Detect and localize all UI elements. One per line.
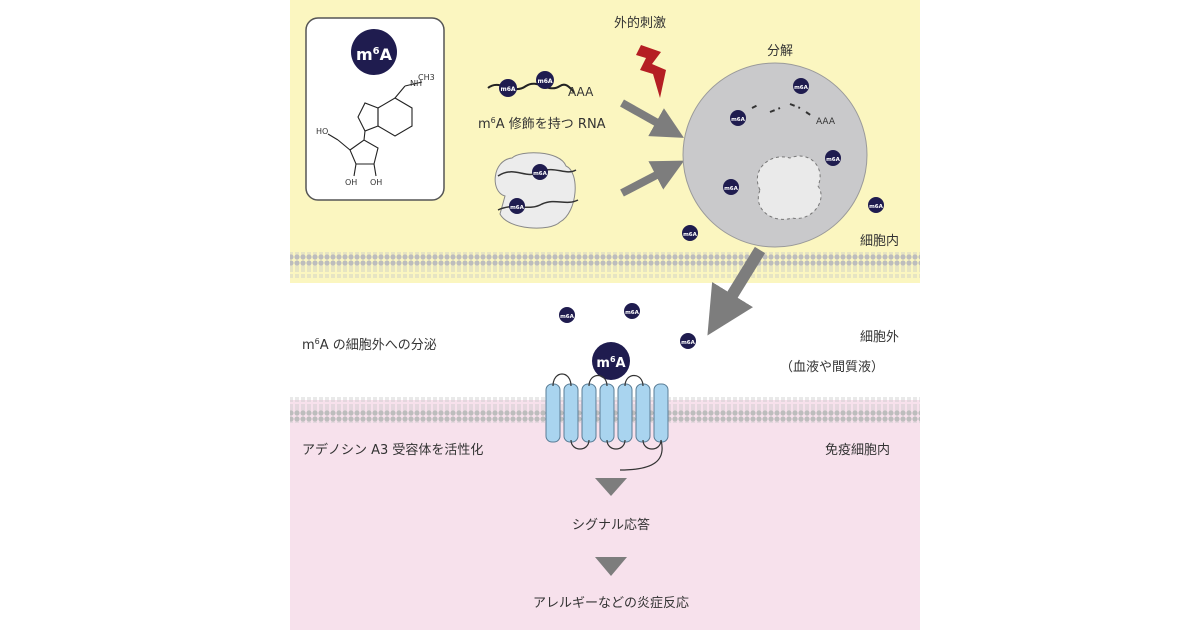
intracellular-label: 細胞内 (860, 233, 899, 249)
degradation-label: 分解 (767, 44, 793, 59)
svg-text:CH3: CH3 (418, 73, 435, 82)
secreted-m6a-molecule: m6A (624, 303, 640, 319)
degradation-vesicle: AAA m6A m6A m6A m6A (682, 62, 868, 248)
svg-text:AAA: AAA (568, 85, 594, 99)
svg-text:NH: NH (410, 79, 422, 88)
m6a-rna-strand: m6A m6A AAA (487, 71, 594, 99)
adenine-structure-drawing (327, 81, 423, 177)
arrow-rna-to-vesicle (620, 99, 684, 138)
arrow-complex-to-vesicle (620, 160, 685, 197)
extracellular-sub-label: （血液や間質液） (780, 360, 884, 375)
svg-text:m6A: m6A (683, 232, 698, 238)
signal-response-label: シグナル応答 (572, 517, 650, 533)
secreted-m6a-molecule: m6A (559, 307, 575, 323)
svg-text:m6A: m6A (537, 78, 552, 85)
svg-text:m6A: m6A (533, 171, 548, 177)
immune-cell-label: 免疫細胞内 (825, 442, 890, 458)
m6a-structure-panel: m6A NH CH3 HO OH OH (305, 17, 445, 201)
secreted-m6a-molecule: m6A (680, 333, 696, 349)
adenosine-a3-receptor (545, 373, 669, 471)
free-m6a-molecule: m6A (868, 197, 884, 213)
receptor-activation-label: アデノシン A3 受容体を活性化 (302, 442, 483, 458)
ribosome-rna-complex: m6A m6A (494, 152, 579, 229)
svg-text:m6A: m6A (794, 85, 809, 91)
svg-text:m6A: m6A (724, 186, 739, 192)
svg-text:m6A: m6A (731, 117, 746, 123)
stimulus-label: 外的刺激 (614, 15, 666, 31)
svg-text:m6A: m6A (596, 355, 625, 371)
free-m6a-molecule: m6A (682, 225, 698, 241)
svg-text:AAA: AAA (816, 117, 836, 127)
svg-text:m6A: m6A (869, 204, 884, 210)
svg-text:m6A: m6A (681, 340, 696, 346)
arrow-secretion (707, 246, 766, 336)
secretion-label: m6A の細胞外への分泌 (302, 337, 437, 353)
svg-text:OH: OH (345, 178, 357, 187)
extracellular-region (290, 283, 920, 400)
rna-caption: m6A 修飾を持つ RNA (478, 116, 606, 132)
svg-text:m6A: m6A (356, 45, 393, 64)
down-arrow-to-signal (595, 478, 627, 496)
lightning-icon (636, 45, 666, 98)
svg-text:HO: HO (316, 127, 328, 136)
cell-membrane-top (290, 252, 920, 278)
inflammation-label: アレルギーなどの炎症反応 (533, 596, 689, 611)
extracellular-label: 細胞外 (860, 330, 899, 345)
m6a-ligand: m6A (592, 342, 630, 380)
svg-text:m6A: m6A (625, 310, 640, 316)
down-arrow-to-inflammation (595, 557, 627, 576)
svg-text:m6A: m6A (826, 157, 841, 163)
svg-text:m6A: m6A (560, 314, 575, 320)
svg-text:m6A: m6A (510, 205, 525, 211)
svg-text:m6A: m6A (500, 86, 515, 93)
svg-text:OH: OH (370, 178, 382, 187)
